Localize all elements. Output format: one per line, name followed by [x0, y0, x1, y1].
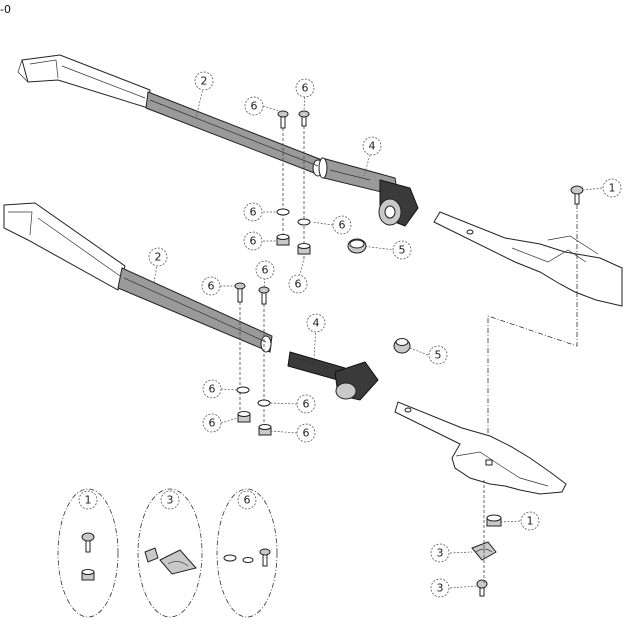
lower-pivot-bracket [287, 351, 379, 401]
svg-text:6: 6 [303, 427, 310, 440]
svg-text:6: 6 [250, 206, 257, 219]
lower-washer-right [257, 399, 271, 407]
upper-nut-left [276, 234, 290, 246]
lower-washer-left [236, 386, 250, 394]
callout-1-top-right: 1 [602, 178, 622, 198]
callout-5-upper: 5 [392, 240, 412, 260]
upper-end-cap [347, 238, 367, 254]
callout-6-kit: 6 [237, 490, 257, 510]
svg-text:6: 6 [262, 264, 269, 277]
lower-blade [394, 401, 567, 495]
callout-2-upper: 2 [194, 71, 214, 91]
detail-kit-6 [216, 488, 278, 618]
svg-text:4: 4 [369, 140, 376, 153]
lower-bolt-right [258, 286, 270, 305]
svg-text:6: 6 [209, 417, 216, 430]
svg-text:6: 6 [302, 82, 309, 95]
upper-pivot-bracket [318, 157, 419, 227]
svg-text:6: 6 [208, 280, 215, 293]
svg-text:6: 6 [250, 235, 257, 248]
svg-text:5: 5 [435, 349, 442, 362]
callout-2-lower: 2 [148, 247, 168, 267]
svg-text:2: 2 [155, 251, 162, 264]
callout-3-spring: 3 [430, 543, 450, 563]
svg-text:1: 1 [609, 182, 616, 195]
lower-handle-tube [117, 267, 273, 353]
svg-text:3: 3 [437, 547, 444, 560]
callout-6-upper-bolt-left: 6 [244, 96, 264, 116]
adjust-screw [476, 579, 488, 597]
detail-kit-1 [57, 488, 119, 618]
callout-6-lower-nut-right: 6 [296, 423, 316, 443]
callout-5-lower: 5 [428, 345, 448, 365]
pivot-bolt-top [570, 185, 584, 205]
svg-text:3: 3 [167, 494, 174, 507]
svg-text:6: 6 [244, 494, 251, 507]
upper-washer-right [297, 218, 311, 226]
callout-3-kit: 3 [160, 490, 180, 510]
svg-text:1: 1 [527, 515, 534, 528]
callout-4-upper: 4 [362, 136, 382, 156]
callout-6-lower-bolt-right: 6 [255, 260, 275, 280]
callout-6-lower-nut-left: 6 [202, 413, 222, 433]
upper-washer-left [276, 208, 290, 216]
lower-bolt-left [234, 282, 246, 303]
lower-end-cap [393, 338, 411, 354]
callout-6-upper-bolt-right: 6 [295, 78, 315, 98]
upper-handle-tube [145, 91, 324, 177]
callout-6-upper-nut-right: 6 [288, 274, 308, 294]
svg-text:2: 2 [201, 75, 208, 88]
upper-bolt-right [298, 110, 310, 127]
svg-text:6: 6 [251, 100, 258, 113]
svg-text:6: 6 [339, 219, 346, 232]
callout-6-upper-nut-left: 6 [243, 231, 263, 251]
svg-text:1: 1 [85, 494, 92, 507]
lower-handle-grip [3, 202, 126, 291]
svg-text:6: 6 [303, 398, 310, 411]
svg-text:5: 5 [399, 244, 406, 257]
detail-kit-3 [137, 488, 203, 618]
upper-handle-grip [17, 54, 151, 109]
svg-text:4: 4 [313, 317, 320, 330]
callout-6-lower-washer-right: 6 [296, 394, 316, 414]
upper-nut-right [297, 243, 311, 255]
corner-label: -0 [0, 3, 11, 16]
upper-blade [433, 211, 623, 307]
lower-nut-right [258, 424, 272, 436]
callout-1-kit: 1 [78, 490, 98, 510]
svg-text:6: 6 [209, 383, 216, 396]
upper-bolt-left [277, 110, 289, 129]
callout-1-blade-nut: 1 [520, 511, 540, 531]
svg-text:3: 3 [437, 582, 444, 595]
callout-6-upper-washer-left: 6 [243, 202, 263, 222]
pivot-nut-blade [486, 514, 502, 527]
callout-4-lower: 4 [306, 313, 326, 333]
lower-nut-left [237, 411, 251, 423]
callout-6-upper-washer-right: 6 [332, 215, 352, 235]
svg-text:6: 6 [295, 278, 302, 291]
callout-6-lower-washer-left: 6 [202, 379, 222, 399]
callout-6-lower-bolt-left: 6 [201, 276, 221, 296]
callout-3-screw: 3 [430, 578, 450, 598]
